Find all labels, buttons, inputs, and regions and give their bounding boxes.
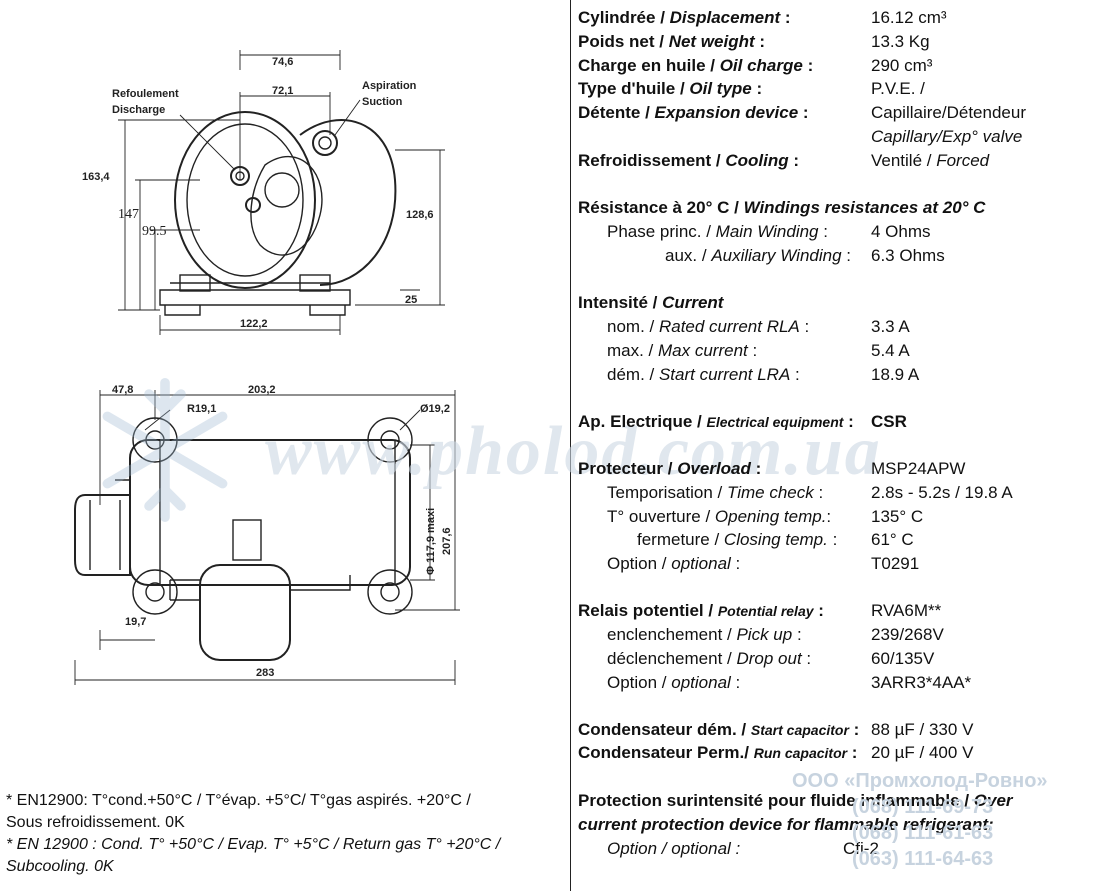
spec-opening-temp: T° ouverture / Opening temp.:: [607, 507, 832, 526]
dim-r19-1: R19,1: [187, 403, 216, 415]
suction-fr-label: Aspiration: [362, 80, 417, 92]
spec-rated-current-value: 3.3 A: [871, 317, 910, 336]
spec-oil-type-value: P.V.E. /: [871, 79, 925, 98]
spec-overload-value: MSP24APW: [871, 459, 966, 478]
dim-99-5: 99.5: [142, 224, 167, 239]
spec-relay: Relais potentiel / Potential relay :: [578, 601, 824, 620]
spec-relay-option-value: 3ARR3*4AA*: [871, 673, 972, 692]
watermark-phone-1: (068) 111-69-73: [852, 796, 994, 818]
spec-max-current: max. / Max current :: [607, 341, 758, 360]
note-line-4: Subcooling. 0K: [6, 858, 114, 875]
spec-weight: Poids net / Net weight :: [578, 32, 766, 51]
dim-283: 283: [256, 667, 274, 679]
suction-en-label: Suction: [362, 96, 403, 108]
spec-rated-current: nom. / Rated current RLA :: [607, 317, 810, 336]
spec-expansion-value: Capillaire/Détendeur: [871, 103, 1026, 122]
watermark-phone-3: (063) 111-64-63: [852, 848, 994, 870]
spec-run-capacitor-value: 20 µF / 400 V: [871, 743, 974, 762]
watermark-text: www.pholod.com.ua: [265, 413, 882, 490]
spec-closing-temp-value: 61° C: [871, 530, 914, 549]
spec-cooling-value: Ventilé / Forced: [871, 151, 990, 170]
spec-oil-type: Type d'huile / Oil type :: [578, 79, 763, 98]
discharge-fr-label: Refoulement: [112, 88, 179, 100]
spec-relay-option: Option / optional :: [607, 673, 741, 692]
watermark-company: ООО «Промхолод-Ровно»: [792, 770, 1048, 792]
spec-electrical: Ap. Electrique / Electrical equipment :: [578, 412, 854, 431]
spec-aux-winding-value: 6.3 Ohms: [871, 246, 945, 265]
side-view-drawing: [74, 390, 460, 685]
spec-start-current-value: 18.9 A: [871, 365, 920, 384]
dim-25: 25: [405, 294, 417, 306]
dim-117-9: Φ 117,9 maxi: [425, 508, 437, 575]
spec-pick-up: enclenchement / Pick up :: [607, 625, 802, 644]
spec-pick-up-value: 239/268V: [871, 625, 944, 644]
note-line-2: Sous refroidissement. 0K: [6, 814, 185, 831]
spec-protection-option: Option / optional :: [607, 839, 741, 858]
spec-expansion: Détente / Expansion device :: [578, 103, 809, 122]
spec-oil-charge-value: 290 cm³: [871, 56, 933, 75]
discharge-en-label: Discharge: [112, 104, 165, 116]
dim-19-7: 19,7: [125, 616, 146, 628]
spec-expansion-value-en: Capillary/Exp° valve: [871, 127, 1023, 146]
dim-203-2: 203,2: [248, 384, 276, 396]
spec-drop-out: déclenchement / Drop out :: [607, 649, 812, 668]
spec-weight-value: 13.3 Kg: [871, 32, 930, 51]
spec-aux-winding: aux. / Auxiliary Winding :: [665, 246, 851, 265]
dim-128-6: 128,6: [406, 209, 434, 221]
spec-overload: Protecteur / Overload :: [578, 459, 762, 478]
dim-phi19-2: Ø19,2: [420, 403, 450, 415]
spec-oil-charge: Charge en huile / Oil charge :: [578, 56, 814, 75]
spec-run-capacitor: Condensateur Perm./ Run capacitor :: [578, 743, 858, 762]
spec-relay-value: RVA6M**: [871, 601, 942, 620]
dim-47-8: 47,8: [112, 384, 133, 396]
spec-displacement: Cylindrée / Displacement :: [578, 8, 791, 27]
dim-74-6: 74,6: [272, 56, 293, 68]
spec-resistance-title: Résistance à 20° C / Windings resistance…: [578, 198, 986, 217]
spec-main-winding-value: 4 Ohms: [871, 222, 931, 241]
compressor-drawings: Refoulement Discharge Aspiration Suction…: [74, 50, 460, 685]
spec-main-winding: Phase princ. / Main Winding :: [607, 222, 828, 241]
dim-122-2: 122,2: [240, 318, 268, 330]
spec-cooling: Refroidissement / Cooling :: [578, 151, 800, 170]
spec-time-check-value: 2.8s - 5.2s / 19.8 A: [871, 483, 1013, 502]
dim-163-4: 163,4: [82, 171, 110, 183]
spec-drop-out-value: 60/135V: [871, 649, 935, 668]
spec-max-current-value: 5.4 A: [871, 341, 910, 360]
spec-overload-option: Option / optional :: [607, 554, 741, 573]
spec-current-title: Intensité / Current: [578, 293, 724, 312]
spec-closing-temp: fermeture / Closing temp. :: [637, 530, 838, 549]
note-line-1: * EN12900: T°cond.+50°C / T°évap. +5°C/ …: [6, 792, 471, 809]
spec-start-capacitor: Condensateur dém. / Start capacitor :: [578, 720, 860, 739]
dim-72-1: 72,1: [272, 85, 293, 97]
spec-opening-temp-value: 135° C: [871, 507, 924, 526]
note-line-3: * EN 12900 : Cond. T° +50°C / Evap. T° +…: [6, 836, 501, 853]
spec-overload-option-value: T0291: [871, 554, 920, 573]
spec-protection-option-value: Cfi-2: [843, 839, 879, 858]
spec-time-check: Temporisation / Time check :: [607, 483, 824, 502]
column-divider: [570, 0, 571, 891]
standard-notes: * EN12900: T°cond.+50°C / T°évap. +5°C/ …: [6, 790, 500, 878]
watermark-phone-2: (068) 111-61-63: [852, 822, 994, 844]
spec-displacement-value: 16.12 cm³: [871, 8, 947, 27]
spec-protection-line1: Protection surintensité pour fluide infl…: [578, 791, 1013, 810]
spec-electrical-value: CSR: [871, 412, 907, 431]
snowflake-icon: [102, 378, 228, 522]
spec-protection-line2: current protection device for flammable …: [578, 815, 994, 834]
top-view-drawing: [118, 50, 445, 335]
dim-207-6: 207,6: [441, 527, 453, 555]
spec-start-current: dém. / Start current LRA :: [607, 365, 800, 384]
dim-147: 147: [118, 207, 139, 222]
spec-start-capacitor-value: 88 µF / 330 V: [871, 720, 974, 739]
